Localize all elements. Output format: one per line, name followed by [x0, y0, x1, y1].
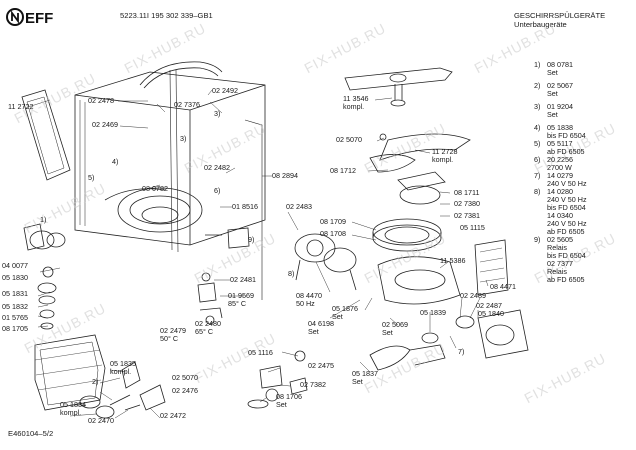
part-label: 08 0782: [142, 184, 168, 193]
part-label: 01 9569: [228, 291, 254, 300]
callout-number: 1): [40, 215, 47, 224]
part-label-note: Set: [332, 312, 343, 321]
part-label: 11 2728: [432, 147, 458, 156]
part-label: 02 2472: [160, 411, 186, 420]
part-label: 04 6198: [308, 319, 334, 328]
part-label: 02 2481: [230, 275, 256, 284]
callout-number: 3): [214, 109, 221, 118]
part-label-note: 65° C: [195, 327, 214, 336]
part-label-note: Set: [352, 377, 363, 386]
part-label: 05 1834: [60, 400, 86, 409]
subcategory-title: Unterbaugeräte: [514, 20, 567, 29]
part-label: 02 2480: [195, 319, 221, 328]
part-label: 08 1711: [454, 188, 480, 197]
part-label: 05 1840: [478, 309, 504, 318]
part-label-note: Set: [276, 400, 287, 409]
part-label: 02 7380: [454, 199, 480, 208]
legend: 1) 08 0781 Set 2) 02 5067 Set 3) 01 9204…: [534, 61, 587, 284]
legend-item: 4) 05 1838 bis FD 6504: [534, 123, 586, 140]
callout-number: 2): [92, 377, 99, 386]
part-label: 04 0077: [2, 261, 28, 270]
part-label: 02 2470: [88, 416, 114, 425]
part-label-note: Set: [382, 328, 393, 337]
part-label: 08 4471: [490, 282, 516, 291]
part-label: 08 1712: [330, 166, 356, 175]
part-label: 11 3546: [343, 94, 369, 103]
callout-number: 5): [88, 173, 95, 182]
part-label: 01 8516: [232, 202, 258, 211]
legend-item: 5) 05 5117 ab FD 6505: [534, 139, 585, 156]
neff-logo: EFF: [6, 7, 58, 27]
part-label: 02 2483: [286, 202, 312, 211]
part-label: 05 1116: [248, 348, 273, 357]
part-label: 05 1832: [2, 302, 28, 311]
part-label: 02 2475: [308, 361, 334, 370]
part-label-note: kompl.: [343, 102, 365, 111]
part-label: 02 2479: [160, 326, 186, 335]
category-title: GESCHIRRSPÜLGERÄTE: [514, 11, 606, 20]
legend-item: 8) 14 0280 240 V 50 Hz bis FD 6504: [534, 187, 587, 212]
part-label-note: 50 Hz: [296, 299, 315, 308]
part-label: 02 5070: [336, 135, 362, 144]
part-label: 08 1708: [320, 229, 346, 238]
callout-number: 9): [248, 235, 255, 244]
part-label-note: kompl.: [432, 155, 454, 164]
part-label: 05 1830: [2, 273, 28, 282]
part-label-note: kompl.: [110, 367, 132, 376]
part-label: 05 1831: [2, 289, 28, 298]
part-label: 02 7376: [174, 100, 200, 109]
part-label: 02 2478: [88, 96, 114, 105]
part-label: 05 1839: [420, 308, 446, 317]
part-label: 08 1709: [320, 217, 346, 226]
part-label-note: Set: [308, 327, 319, 336]
part-label: 02 2469: [92, 120, 118, 129]
legend-item: 2) 02 5067 Set: [534, 81, 573, 98]
callout-number: 7): [458, 347, 465, 356]
part-label: 02 2476: [172, 386, 198, 395]
callout-number: 8): [288, 269, 295, 278]
part-label: 02 2482: [204, 163, 230, 172]
part-label: 02 5070: [172, 373, 198, 382]
part-label: 08 1706: [276, 392, 302, 401]
part-label: 11 5386: [440, 256, 466, 265]
part-label: 05 1115: [460, 223, 485, 232]
part-label: 02 7382: [300, 380, 326, 389]
part-label: 11 2722: [8, 102, 34, 111]
legend-item: 9) 02 5605 Relais bis FD 6504: [534, 235, 586, 260]
document-code: E460104–5/2: [8, 429, 54, 438]
part-label-note: 50° C: [160, 334, 179, 343]
legend-item: 3) 01 9204 Set: [534, 102, 573, 119]
part-label: 02 5069: [382, 320, 408, 329]
part-label: 01 5765: [2, 313, 28, 322]
callout-number: 4): [112, 157, 119, 166]
part-label: 08 4470: [296, 291, 322, 300]
callout-number: 3): [180, 134, 187, 143]
svg-text:EFF: EFF: [25, 10, 53, 27]
part-label: 02 2487: [476, 301, 502, 310]
part-label: 02 2489: [460, 291, 486, 300]
part-label: 08 1705: [2, 324, 28, 333]
part-label: 05 1876: [332, 304, 358, 313]
legend-item: 6) 20 2256 2700 W: [534, 155, 573, 172]
part-label: 05 1837: [352, 369, 378, 378]
part-label: 02 7381: [454, 211, 480, 220]
callout-number: 6): [214, 186, 221, 195]
legend-item: 7) 14 0279 240 V 50 Hz: [534, 171, 587, 188]
part-label: 08 2894: [272, 171, 298, 180]
part-label: 02 2492: [212, 86, 238, 95]
model-number: 5223.11I 195 302 339–GB1: [120, 11, 213, 20]
part-label: 05 1835: [110, 359, 136, 368]
part-label-note: 85° C: [228, 299, 247, 308]
part-label-note: kompl.: [60, 408, 82, 417]
legend-item: 1) 08 0781 Set: [534, 60, 573, 77]
legend-item: 02 7377 Relais ab FD 6505: [547, 259, 585, 284]
legend-item: 14 0340 240 V 50 Hz ab FD 6505: [547, 211, 587, 236]
